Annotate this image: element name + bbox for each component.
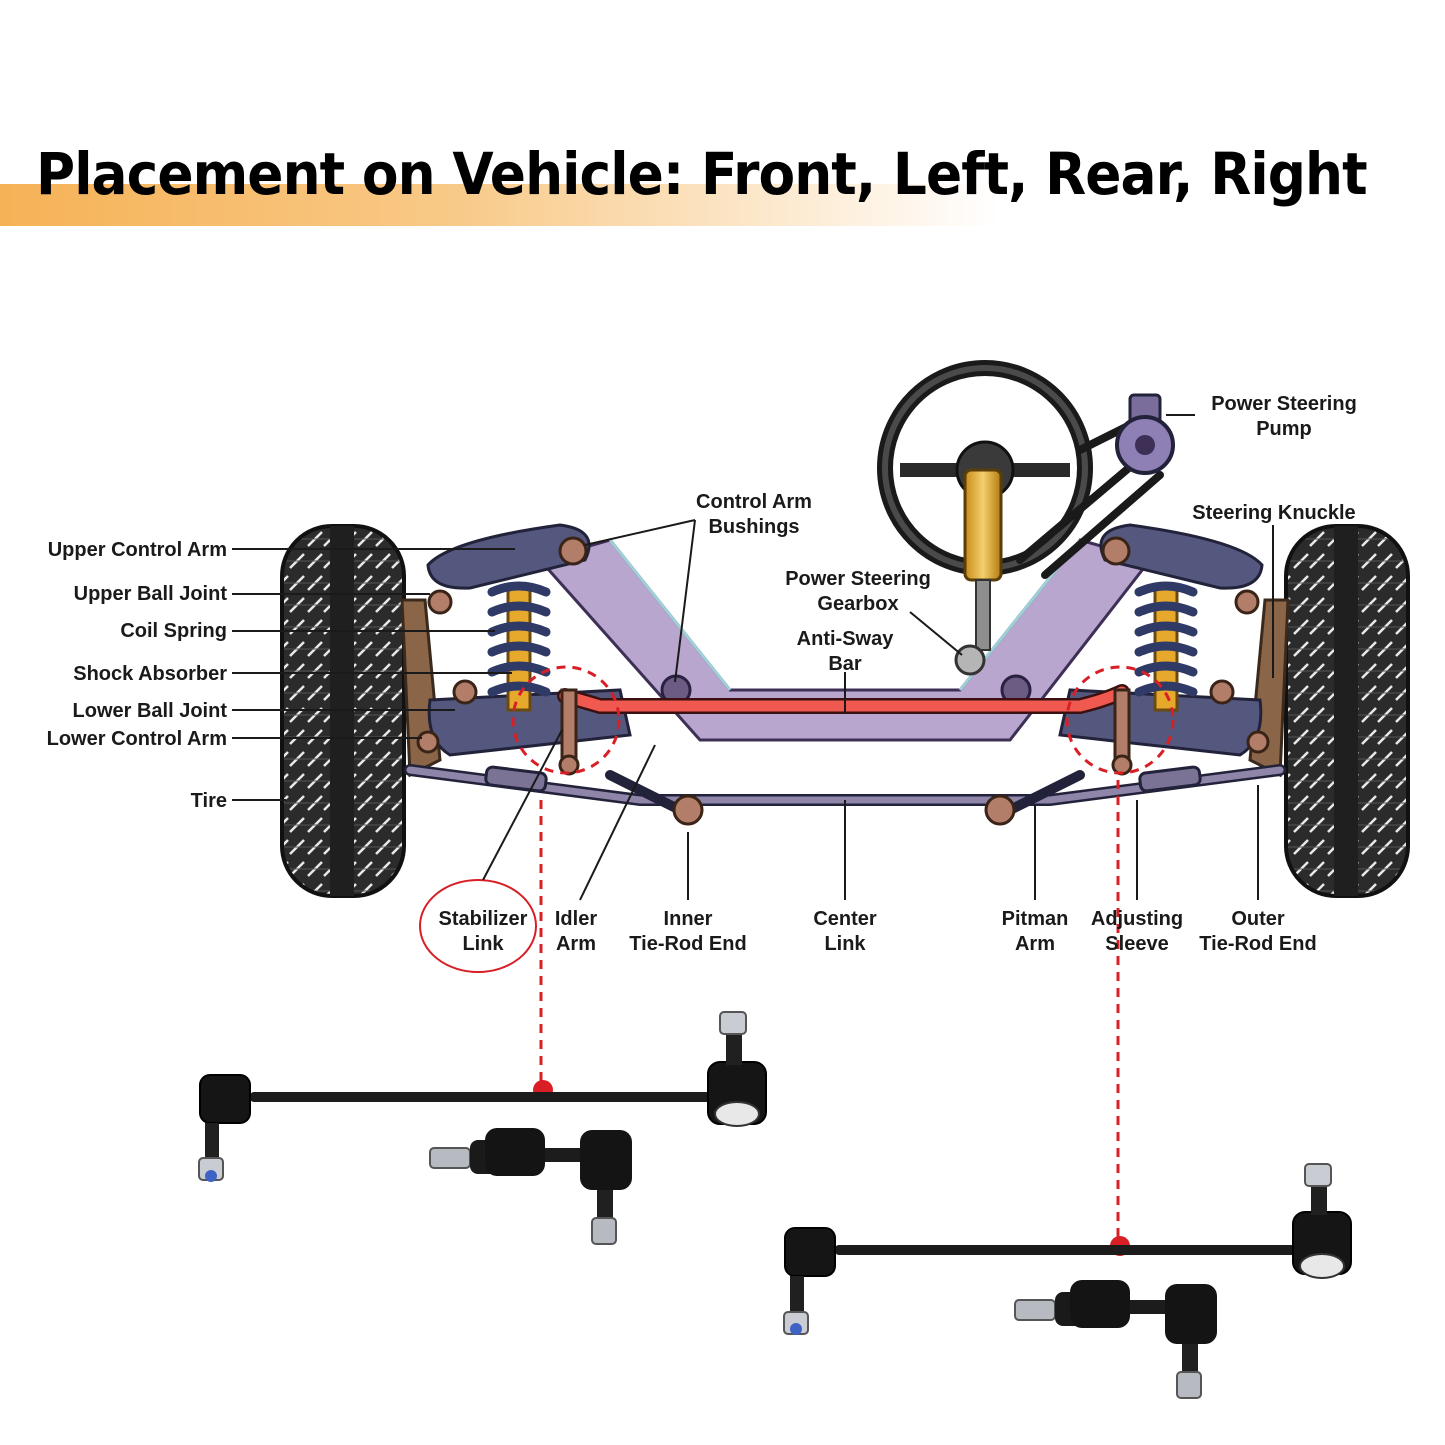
stabilizer-link-highlight [511, 665, 1175, 1244]
label-power-steering-pump-line2: Pump [1256, 418, 1312, 440]
right-tire [1284, 524, 1410, 898]
label-power-steering-gearbox-line2: Gearbox [817, 593, 898, 615]
steering-column [963, 468, 1003, 582]
label-idler-arm-line2: Arm [556, 933, 596, 955]
label-power-steering-pump-line1: Power Steering [1211, 393, 1357, 415]
label-power-steering-gearbox-line1: Power Steering [785, 568, 931, 590]
product-short-stabilizer-link-right [1014, 1280, 1217, 1399]
label-shock-absorber: Shock Absorber [73, 663, 227, 685]
label-inner-tie-rod-end-line2: Tie-Rod End [629, 933, 746, 955]
page-title: Placement on Vehicle: Front, Left, Rear,… [36, 140, 1368, 208]
label-pitman-arm-line1: Pitman [1002, 908, 1069, 930]
right-upper-control-arm [1099, 523, 1264, 590]
label-tire: Tire [191, 790, 227, 812]
label-inner-tie-rod-end-line1: Inner [664, 908, 713, 930]
label-anti-sway-bar-line1: Anti-Sway [797, 628, 895, 650]
product-short-stabilizer-link-left [429, 1128, 632, 1245]
label-adjusting-sleeve-line2: Sleeve [1105, 933, 1168, 955]
label-adjusting-sleeve-line1: Adjusting [1091, 908, 1183, 930]
label-upper-ball-joint: Upper Ball Joint [74, 583, 228, 605]
label-outer-tie-rod-end-line2: Tie-Rod End [1199, 933, 1316, 955]
label-center-link-line1: Center [813, 908, 877, 930]
label-steering-knuckle: Steering Knuckle [1192, 502, 1355, 524]
label-upper-control-arm: Upper Control Arm [48, 539, 227, 561]
right-coil-spring [1134, 581, 1198, 697]
label-anti-sway-bar-line2: Bar [828, 653, 862, 675]
label-control-arm-bushings-line2: Bushings [708, 516, 799, 538]
vehicle-stabilizer-links [558, 688, 1133, 776]
power-steering-gearbox [954, 644, 986, 676]
label-idler-arm-line1: Idler [555, 908, 597, 930]
left-upper-control-arm [426, 523, 591, 590]
label-lower-ball-joint: Lower Ball Joint [73, 700, 228, 722]
title-highlight-band [0, 184, 1000, 226]
ball-joints [416, 589, 1270, 754]
left-control-arm-bushing [558, 536, 588, 566]
product-long-stabilizer-link-left [198, 1011, 767, 1182]
label-pitman-arm-line2: Arm [1015, 933, 1055, 955]
label-control-arm-bushings-line1: Control Arm [696, 491, 812, 513]
label-lower-control-arm: Lower Control Arm [47, 728, 227, 750]
right-control-arm-bushing [1101, 536, 1131, 566]
steering-shaft [975, 579, 991, 651]
leader-lines [232, 414, 1274, 901]
label-stabilizer-link-line1: Stabilizer [439, 908, 528, 930]
stabilizer-link-label-circle [419, 879, 537, 973]
label-center-link-line2: Link [824, 933, 866, 955]
left-coil-spring [487, 581, 551, 697]
label-stabilizer-link-line2: Link [462, 933, 504, 955]
label-outer-tie-rod-end-line1: Outer [1231, 908, 1285, 930]
label-coil-spring: Coil Spring [120, 620, 227, 642]
power-steering-pump [1016, 393, 1175, 579]
product-long-stabilizer-link-right [783, 1163, 1352, 1335]
